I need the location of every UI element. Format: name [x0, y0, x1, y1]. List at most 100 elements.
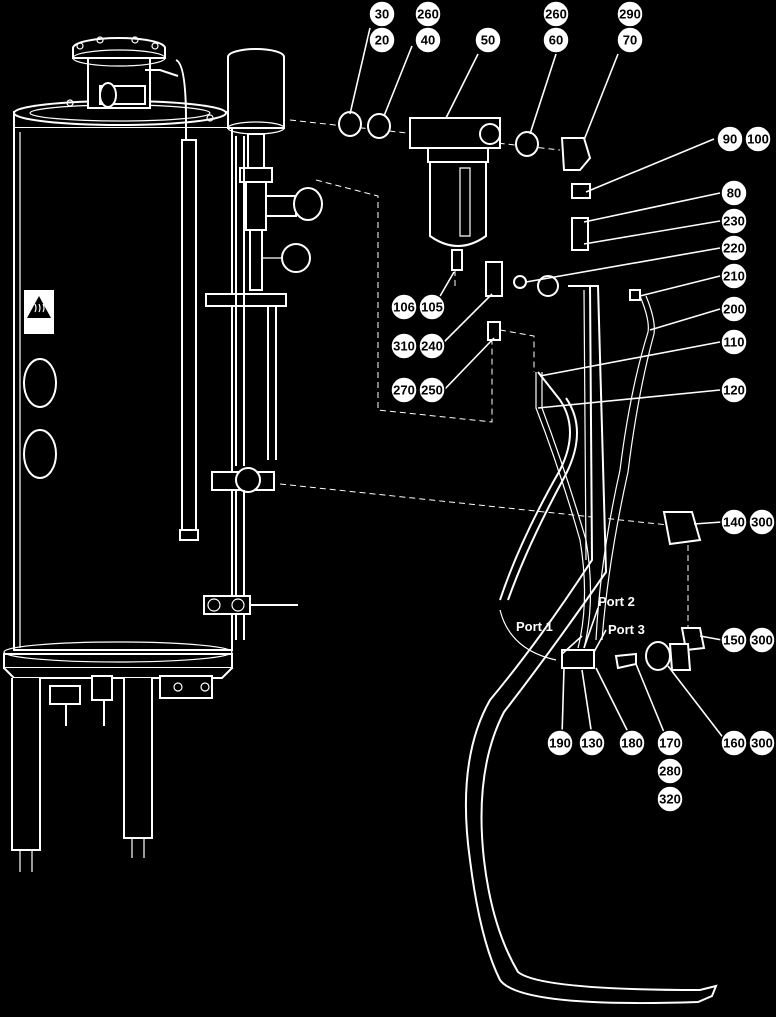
callout-c90: 90: [716, 125, 744, 153]
port-2-label: Port 2: [598, 594, 635, 609]
callout-circle: [656, 785, 684, 813]
callout-c190: 190: [546, 729, 574, 757]
callout-number: 200: [723, 302, 745, 317]
callout-number: 310: [393, 339, 415, 354]
callout-number: 110: [724, 335, 745, 350]
callout-c300a: 300: [748, 508, 776, 536]
callout-number: 230: [723, 214, 745, 229]
callout-number: 100: [747, 132, 769, 147]
callout-c150: 150: [720, 626, 748, 654]
callout-c70: 70: [616, 26, 644, 54]
callout-c290: 290: [616, 0, 644, 28]
callout-c100: 100: [744, 125, 772, 153]
callout-c310: 310: [390, 332, 418, 360]
callout-c220: 220: [720, 234, 748, 262]
callout-circle: [720, 328, 748, 356]
callout-number: 60: [549, 33, 563, 48]
callout-circle: [578, 729, 606, 757]
callout-circle: [616, 26, 644, 54]
callout-number: 300: [751, 633, 773, 648]
callout-circle: [418, 293, 446, 321]
callout-c160: 160: [720, 729, 748, 757]
callout-c105: 105: [418, 293, 446, 321]
callout-number: 320: [659, 792, 681, 807]
tank: [3, 36, 233, 872]
callout-circle: [414, 26, 442, 54]
callout-number: 250: [421, 383, 443, 398]
pump-column: [203, 48, 323, 640]
callout-c170: 170: [656, 729, 684, 757]
tank-riser-tube: [175, 59, 199, 541]
callout-c260a: 260: [414, 0, 442, 28]
lower-fittings: [561, 511, 706, 671]
callout-circle: [720, 295, 748, 323]
callout-c30: 30: [368, 0, 396, 28]
callout-circle: [748, 508, 776, 536]
callout-number: 80: [727, 186, 741, 201]
callout-circle: [720, 729, 748, 757]
callout-c50: 50: [474, 26, 502, 54]
callout-number: 120: [723, 383, 745, 398]
callout-c180: 180: [618, 729, 646, 757]
callout-circle: [656, 729, 684, 757]
callout-circle: [368, 26, 396, 54]
callout-circle: [418, 376, 446, 404]
callout-circle: [418, 332, 446, 360]
callout-c230: 230: [720, 207, 748, 235]
callout-number: 240: [421, 339, 443, 354]
callout-c270: 270: [390, 376, 418, 404]
callout-c130: 130: [578, 729, 606, 757]
callout-c20: 20: [368, 26, 396, 54]
callout-circle: [390, 293, 418, 321]
callout-number: 106: [393, 300, 415, 315]
callout-number: 140: [723, 515, 745, 530]
callout-c120: 120: [720, 376, 748, 404]
hot-surface-warning-icon: [24, 290, 54, 334]
callout-c106: 106: [390, 293, 418, 321]
sight-window-upper: [23, 358, 57, 408]
callout-circle: [720, 262, 748, 290]
callout-c200: 200: [720, 295, 748, 323]
callout-c110: 110: [720, 328, 748, 356]
callout-c250: 250: [418, 376, 446, 404]
callout-circle: [720, 179, 748, 207]
fittings-top-row: [338, 111, 641, 341]
callout-number: 40: [421, 33, 435, 48]
callout-number: 105: [421, 300, 443, 315]
callout-number: 130: [581, 736, 603, 751]
callout-number: 210: [723, 269, 745, 284]
callout-c320: 320: [656, 785, 684, 813]
callout-number: 300: [751, 736, 773, 751]
callout-number: 260: [545, 7, 567, 22]
callout-c300b: 300: [748, 626, 776, 654]
callout-circle: [546, 729, 574, 757]
callout-circle: [720, 234, 748, 262]
callout-number: 180: [621, 736, 643, 751]
callout-number: 150: [723, 633, 745, 648]
callout-number: 20: [375, 33, 389, 48]
callout-circle: [748, 729, 776, 757]
callout-c40: 40: [414, 26, 442, 54]
callout-number: 160: [723, 736, 745, 751]
filter-assembly: [409, 117, 501, 271]
callout-number: 220: [723, 241, 745, 256]
callout-number: 270: [393, 383, 415, 398]
callout-circle: [618, 729, 646, 757]
callout-c140: 140: [720, 508, 748, 536]
callout-circle: [720, 508, 748, 536]
callout-number: 260: [417, 7, 439, 22]
callout-circle: [720, 376, 748, 404]
sight-window-lower: [23, 429, 57, 479]
callout-circle: [748, 626, 776, 654]
callout-number: 280: [659, 764, 681, 779]
callout-number: 300: [751, 515, 773, 530]
callout-circle: [716, 125, 744, 153]
callout-c280: 280: [656, 757, 684, 785]
callout-number: 30: [375, 7, 389, 22]
callout-c80: 80: [720, 179, 748, 207]
callout-number: 290: [619, 7, 641, 22]
callout-circle: [720, 207, 748, 235]
callout-number: 50: [481, 33, 495, 48]
port-1-label: Port 1: [516, 619, 553, 634]
